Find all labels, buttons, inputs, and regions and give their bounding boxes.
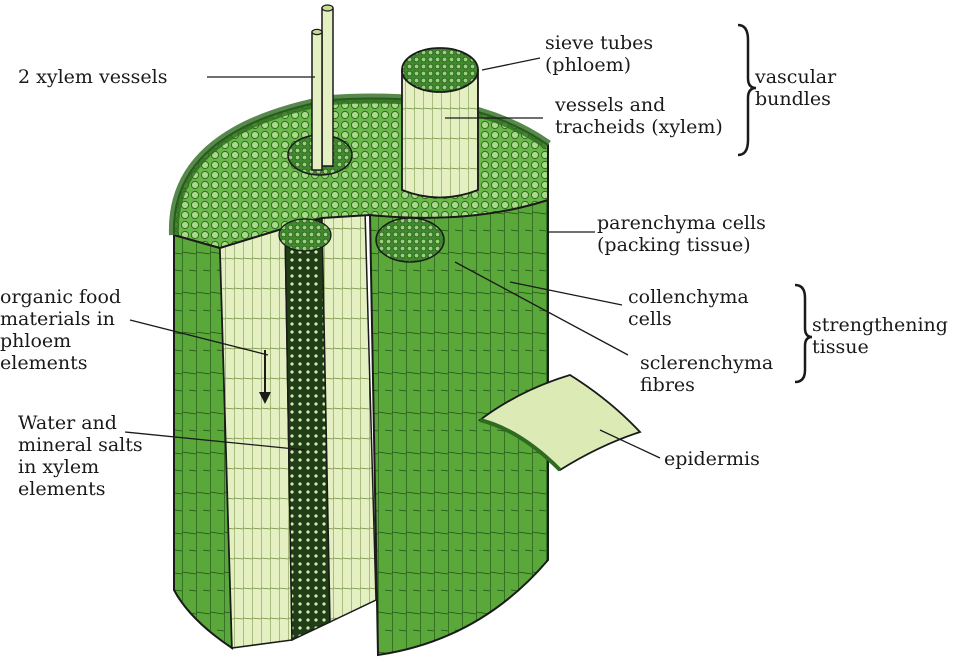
vascular-bundle-mid bbox=[376, 218, 444, 262]
label-parenchyma: parenchyma cells(packing tissue) bbox=[597, 212, 766, 256]
label-sieve-tubes: sieve tubes(phloem) bbox=[545, 32, 653, 76]
vascular-bundle-back bbox=[279, 219, 331, 251]
label-epidermis: epidermis bbox=[664, 448, 760, 470]
cut-face-pale bbox=[220, 228, 292, 648]
label-xylem-vessels: 2 xylem vessels bbox=[18, 66, 168, 88]
strengthening-brace bbox=[795, 285, 812, 382]
xylem-vessel-short bbox=[312, 32, 322, 170]
vascular-brace bbox=[738, 25, 756, 155]
xylem-vessel-tall bbox=[322, 8, 333, 166]
cut-face-inner bbox=[322, 210, 376, 622]
bundle-cylinder-top bbox=[402, 48, 478, 92]
